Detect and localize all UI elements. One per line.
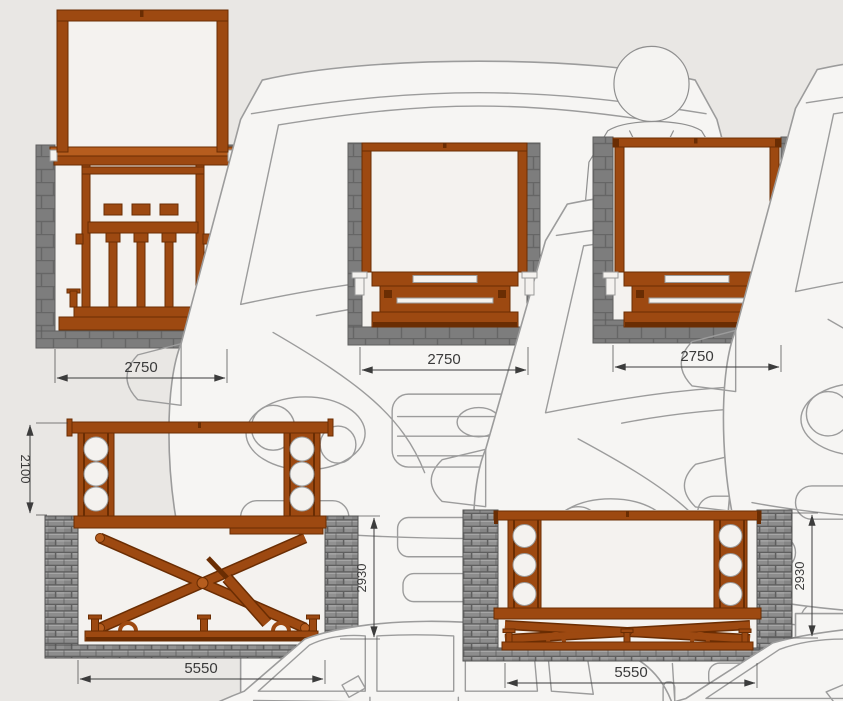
platform-deck: [73, 515, 327, 529]
dimension-front-parked-width: 2750: [612, 345, 782, 372]
scissor-mechanism: [84, 532, 320, 642]
pillar-lightening-holes: [512, 524, 743, 606]
dimension-side-raised-pit-depth: 2930: [340, 515, 380, 640]
pit-walls: [462, 509, 793, 662]
dimension-label: 5550: [614, 664, 647, 681]
pit-cover: [493, 510, 762, 524]
platform-assembly: [493, 519, 762, 620]
platform-beam: [49, 146, 236, 166]
dimension-label: 2750: [680, 348, 713, 365]
center-pivot: [196, 577, 209, 589]
platform-deck: [493, 607, 762, 620]
gantry-center-pin: [140, 10, 144, 17]
dimension-side-raised-lift-height: 2100: [18, 422, 68, 516]
pillar-lightening-holes: [83, 436, 315, 512]
dimension-side-lowered-pit-depth: 2930: [761, 512, 818, 639]
gantry-frame: [56, 9, 229, 153]
dimension-label: 2750: [427, 351, 460, 368]
dimension-label: 5550: [184, 660, 217, 677]
dimension-label: 2100: [18, 455, 33, 484]
hydraulic-cylinder: [223, 575, 271, 626]
panel-front-view-raised: 2750: [35, 9, 831, 701]
scissor-tower-folded: [58, 164, 228, 331]
panel-side-view-lowered: 2930 5550: [462, 509, 843, 701]
dimension-front-lowered-width: 2750: [359, 347, 529, 375]
panel-front-view-lowered: 2750: [347, 142, 843, 701]
dimension-label: 2750: [124, 359, 157, 376]
panel-front-view-car-on-cover: 2750: [592, 40, 843, 701]
panel-side-view-raised: 2100 2930 5550: [18, 418, 682, 701]
dimension-front-raised-width: 2750: [54, 349, 228, 383]
dimension-side-raised-pit-width: 5550: [77, 660, 326, 684]
dimension-side-lowered-pit-width: 5550: [504, 663, 758, 688]
dimension-label: 2930: [354, 564, 369, 593]
collapsed-scissor-mechanism: [501, 620, 754, 651]
base-frame: [501, 641, 754, 651]
pit-floor: [347, 326, 541, 346]
collapsed-scissor-stack: [351, 271, 538, 328]
platform-assembly: [66, 418, 334, 535]
gantry-interior: [68, 21, 217, 147]
dimension-label: 2930: [792, 562, 807, 591]
pit-walls: [44, 515, 359, 659]
